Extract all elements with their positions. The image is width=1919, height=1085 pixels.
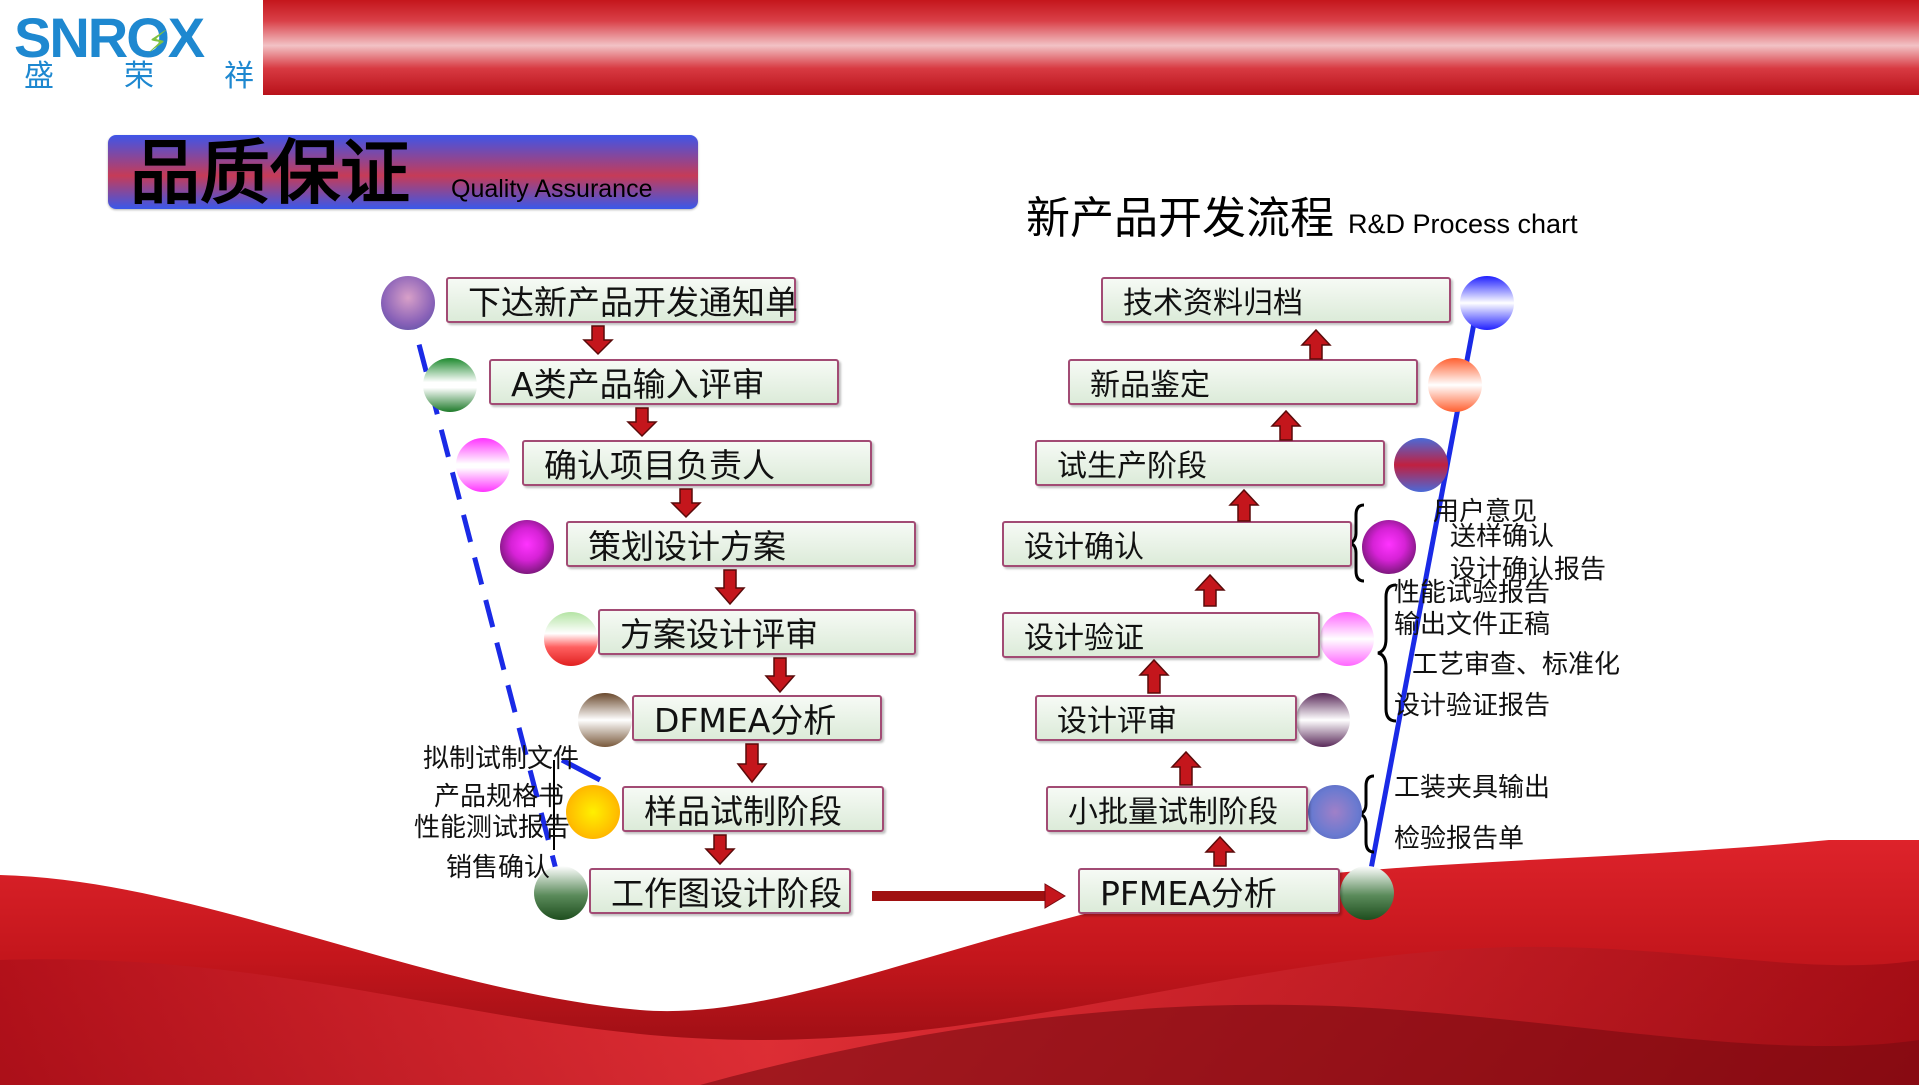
- left-step-box: 工作图设计阶段: [589, 868, 851, 914]
- step-ball: [1340, 866, 1394, 920]
- arrow-up: [1170, 750, 1202, 786]
- header-band: [263, 0, 1919, 95]
- right-step-box: 小批量试制阶段: [1046, 786, 1308, 832]
- confirm-note: 设计确认报告: [1450, 555, 1607, 585]
- horizontal-flow-arrow-head: [1044, 883, 1066, 909]
- page-subtitle: Quality Assurance: [451, 175, 653, 203]
- step-ball: [1394, 438, 1448, 492]
- right-step-box: 设计确认: [1002, 521, 1352, 567]
- arrow-up: [1204, 835, 1236, 867]
- right-step-box: 试生产阶段: [1035, 440, 1385, 486]
- lightning-icon: ⚡: [147, 25, 169, 60]
- step-ball: [1320, 612, 1374, 666]
- logo-cn-char: 荣: [124, 59, 154, 94]
- verify-brace: [1377, 583, 1397, 723]
- step-ball: [566, 785, 620, 839]
- left-step-box: 下达新产品开发通知单: [446, 277, 798, 323]
- arrow-up: [1138, 658, 1170, 694]
- verify-note: 设计验证报告: [1394, 691, 1551, 721]
- left-flow-link: [560, 757, 602, 783]
- step-ball: [534, 866, 588, 920]
- verify-note: 输出文件正稿: [1394, 610, 1551, 640]
- logo-cn-text: 盛 荣 祥: [24, 60, 254, 94]
- small-batch-note: 工装夹具输出: [1394, 773, 1551, 803]
- step-ball: [578, 693, 632, 747]
- step-ball: [1460, 276, 1514, 330]
- verify-note: 工艺审查、标准化: [1412, 650, 1621, 680]
- step-ball: [456, 438, 510, 492]
- confirm-note: 送样确认: [1450, 522, 1555, 552]
- arrow-up: [1300, 328, 1332, 360]
- sample-note: 性能测试报告: [414, 813, 571, 843]
- left-step-box: 方案设计评审: [598, 609, 916, 655]
- step-ball: [1296, 693, 1350, 747]
- arrow-down: [582, 325, 614, 356]
- right-step-box: 设计评审: [1035, 695, 1297, 741]
- arrow-down: [714, 569, 746, 606]
- right-step-box: 设计验证: [1002, 612, 1320, 658]
- arrow-up: [1270, 409, 1302, 441]
- step-ball: [544, 612, 598, 666]
- left-step-box: 样品试制阶段: [622, 786, 884, 832]
- logo-cn-char: 祥: [224, 59, 254, 94]
- page-title-banner: 品质保证 Quality Assurance: [108, 135, 698, 209]
- left-step-box: 策划设计方案: [566, 521, 916, 567]
- chart-title: 新产品开发流程 R&D Process chart: [1026, 182, 1578, 246]
- page-title: 品质保证: [130, 132, 410, 214]
- red-ribbon-decoration: [0, 840, 1919, 1085]
- confirm-note: 用户意见: [1433, 497, 1538, 527]
- arrow-down: [626, 407, 658, 438]
- small-batch-note: 检验报告单: [1394, 824, 1525, 854]
- chart-title-en: R&D Process chart: [1348, 209, 1578, 239]
- step-ball: [1362, 520, 1416, 574]
- verify-note: 性能试验报告: [1394, 578, 1551, 608]
- left-step-box: 确认项目负责人: [522, 440, 872, 486]
- right-step-box: 技术资料归档: [1101, 277, 1451, 323]
- company-logo: SNROX ⚡ 盛 荣 祥: [14, 6, 254, 94]
- step-ball: [1308, 785, 1362, 839]
- step-ball: [423, 358, 477, 412]
- left-step-box: A类产品输入评审: [489, 359, 839, 405]
- step-ball: [1428, 358, 1482, 412]
- arrow-down: [736, 743, 768, 784]
- arrow-up: [1194, 573, 1226, 607]
- arrow-down: [704, 834, 736, 866]
- chart-title-cn: 新产品开发流程: [1026, 193, 1334, 244]
- left-step-box: DFMEA分析: [632, 695, 882, 741]
- step-ball: [381, 276, 435, 330]
- right-step-box: 新品鉴定: [1068, 359, 1418, 405]
- arrow-down: [764, 657, 796, 694]
- sample-note: 拟制试制文件: [423, 744, 580, 774]
- right-step-box: PFMEA分析: [1078, 868, 1340, 914]
- sample-note: 销售确认: [446, 853, 551, 883]
- arrow-down: [670, 488, 702, 519]
- logo-cn-char: 盛: [24, 59, 54, 94]
- logo-brand-text: SNROX: [14, 6, 205, 69]
- sample-note: 产品规格书: [434, 782, 565, 812]
- arrow-up: [1228, 488, 1260, 522]
- step-ball: [500, 520, 554, 574]
